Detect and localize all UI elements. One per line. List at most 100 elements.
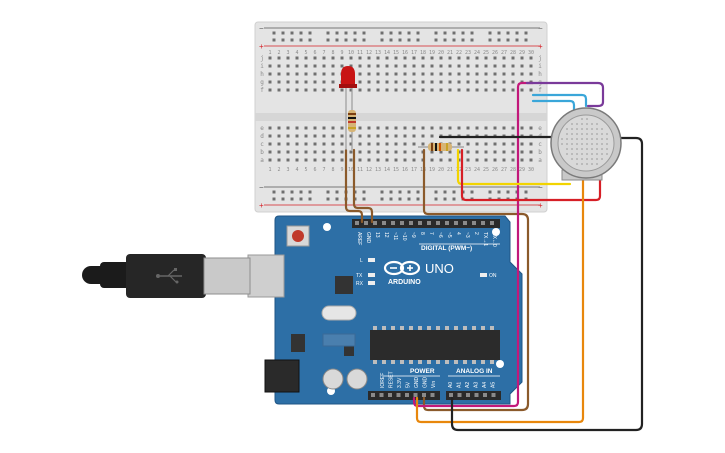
rail-hole — [389, 38, 393, 42]
digital-pin-label: ~3 — [464, 232, 470, 238]
mesh-dot — [566, 143, 568, 145]
mesh-dot — [576, 143, 578, 145]
breadboard-hole — [394, 142, 398, 146]
mesh-dot — [581, 148, 583, 150]
digital-pin-label: TX→1 — [482, 232, 488, 246]
breadboard-hole — [286, 88, 290, 92]
breadboard-hole — [430, 158, 434, 162]
mesh-dot — [591, 133, 593, 135]
column-number: 10 — [348, 167, 354, 173]
rail-hole — [362, 38, 366, 42]
header-pin — [449, 393, 453, 397]
breadboard-hole — [421, 72, 425, 76]
breadboard-hole — [439, 72, 443, 76]
column-number: 17 — [411, 50, 417, 56]
breadboard-hole — [358, 150, 362, 154]
column-number: 14 — [384, 50, 390, 56]
rail-hole — [497, 38, 501, 42]
column-number: 25 — [483, 167, 489, 173]
gas-sensor-mesh-dots — [561, 118, 608, 165]
rail-hole — [416, 197, 420, 201]
breadboard-hole — [304, 150, 308, 154]
mesh-dot — [596, 158, 598, 160]
mesh-dot — [601, 148, 603, 150]
mesh-dot — [571, 128, 573, 130]
breadboard-hole — [493, 80, 497, 84]
breadboard-hole — [520, 88, 524, 92]
column-number: 21 — [447, 167, 453, 173]
breadboard-hole — [385, 88, 389, 92]
breadboard-hole — [358, 142, 362, 146]
rail-hole — [326, 190, 330, 194]
wire-red — [460, 148, 602, 202]
breadboard-hole — [277, 126, 281, 130]
chip-leg — [481, 360, 485, 364]
breadboard-hole — [322, 88, 326, 92]
analog-header — [446, 391, 501, 400]
breadboard-hole — [340, 88, 344, 92]
breadboard-hole — [421, 88, 425, 92]
led-tx-label: TX — [356, 273, 363, 279]
breadboard-hole — [304, 80, 308, 84]
breadboard-hole — [448, 150, 452, 154]
rail-hole — [488, 38, 492, 42]
wire-orange-a0 — [415, 176, 585, 424]
breadboard-hole — [358, 56, 362, 60]
breadboard-hole — [313, 64, 317, 68]
mesh-dot — [606, 138, 608, 140]
breadboard-hole — [439, 150, 443, 154]
column-number: 8 — [331, 50, 334, 56]
rail-sign-plus-top: + — [259, 42, 264, 51]
mesh-dot — [581, 158, 583, 160]
mesh-dot — [601, 153, 603, 155]
column-number: 2 — [277, 50, 280, 56]
breadboard-hole — [412, 150, 416, 154]
usb-cable-strain-relief — [100, 262, 130, 288]
breadboard-hole — [268, 142, 272, 146]
row-letter: j — [538, 55, 542, 62]
breadboard-hole — [403, 88, 407, 92]
breadboard-hole — [403, 142, 407, 146]
breadboard-hole — [403, 150, 407, 154]
breadboard-hole — [412, 158, 416, 162]
breadboard-hole — [349, 142, 353, 146]
breadboard-hole — [322, 64, 326, 68]
mesh-dot — [601, 133, 603, 135]
breadboard-hole — [529, 64, 533, 68]
reset-button-cap[interactable] — [292, 230, 304, 242]
digital-header-label: DIGITAL (PWM~) — [421, 245, 472, 252]
mesh-dot — [601, 128, 603, 130]
chip-leg — [391, 360, 395, 364]
mesh-dot — [606, 143, 608, 145]
breadboard-hole — [295, 142, 299, 146]
breadboard-hole — [331, 158, 335, 162]
chip-leg — [418, 360, 422, 364]
breadboard-hole — [304, 134, 308, 138]
digital-pin-label: 13 — [374, 232, 380, 238]
breadboard-hole — [331, 72, 335, 76]
rail-hole — [272, 38, 276, 42]
breadboard-hole — [421, 64, 425, 68]
breadboard-hole — [376, 72, 380, 76]
breadboard-hole — [331, 80, 335, 84]
header-pin — [454, 221, 458, 225]
breadboard-hole — [484, 88, 488, 92]
power-pin-label: GND — [414, 377, 420, 389]
rail-hole — [299, 190, 303, 194]
breadboard-hole — [340, 56, 344, 60]
mesh-dot — [576, 128, 578, 130]
mesh-dot — [571, 148, 573, 150]
rail-hole — [326, 197, 330, 201]
column-number: 30 — [528, 167, 534, 173]
wire-brown-led-2 — [352, 148, 374, 224]
breadboard-hole — [493, 56, 497, 60]
breadboard-hole — [448, 64, 452, 68]
breadboard-hole — [475, 150, 479, 154]
breadboard-hole — [511, 72, 515, 76]
breadboard-hole — [295, 72, 299, 76]
mesh-dot — [596, 148, 598, 150]
chip-leg — [454, 360, 458, 364]
rail-hole — [353, 31, 357, 35]
breadboard-hole — [448, 56, 452, 60]
